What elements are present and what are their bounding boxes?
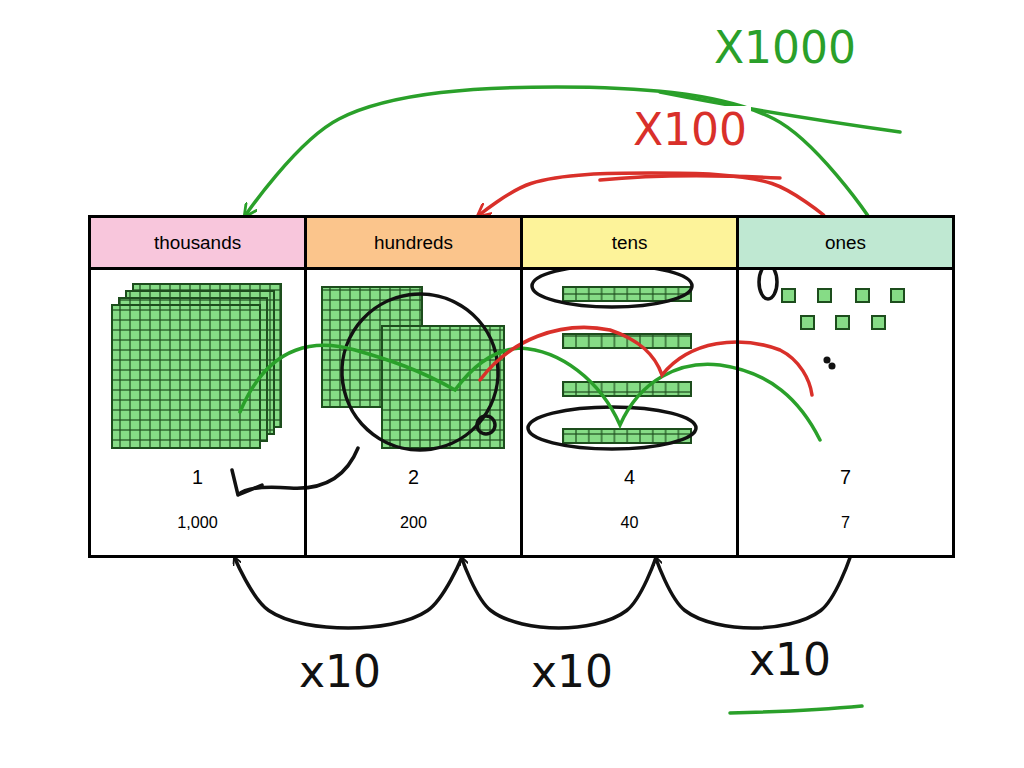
place-value: 7 [739,513,952,532]
place-value: 40 [523,513,736,532]
multiplier-label: x10 [745,636,835,684]
multiplier-label: X100 [629,106,751,154]
digit: 2 [307,466,520,489]
hand-annotations [232,92,900,713]
multiply-arrow [235,558,462,628]
multiply-arrow [479,173,823,215]
unit-cubes [782,289,904,329]
multiply-arrow [656,558,850,628]
multiplier-label: x10 [527,648,617,696]
place-column: tens 4 40 [520,215,739,558]
place-header: ones [739,218,952,270]
multiplier-label: X1000 [710,24,860,72]
digit: 7 [739,466,952,489]
place-header: hundreds [307,218,520,270]
thousand-cube [112,284,281,448]
digit: 1 [91,466,304,489]
place-column: hundreds 2 200 [304,215,523,558]
place-column: ones 7 7 [736,215,955,558]
place-header: thousands [91,218,304,270]
place-value: 1,000 [91,513,304,532]
multiplier-label: x10 [295,648,385,696]
multiply-arrow [462,558,656,628]
place-header: tens [523,218,736,270]
multiply-arrow [246,87,868,215]
place-value: 200 [307,513,520,532]
digit: 4 [523,466,736,489]
place-column: thousands 1 1,000 [88,215,307,558]
